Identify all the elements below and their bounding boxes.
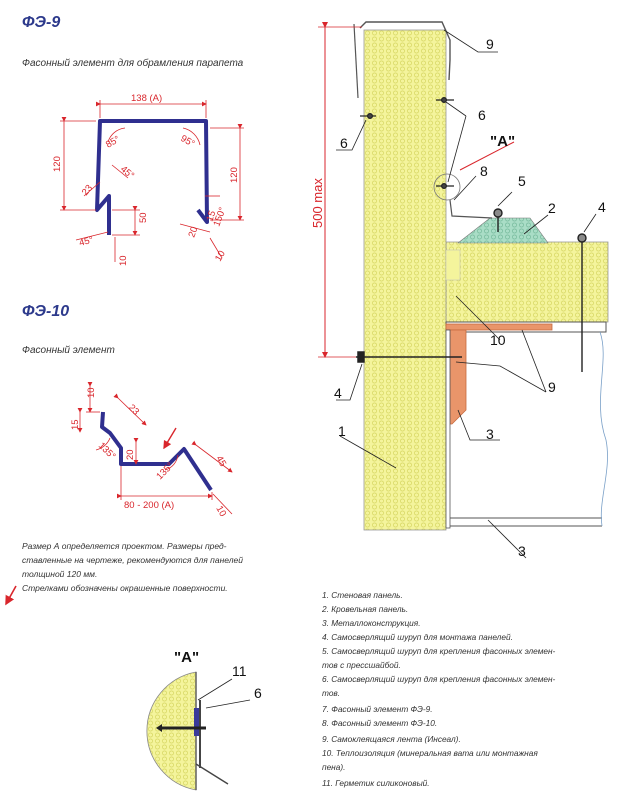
note-line-2: ставленные на чертеже, рекомендуются для… bbox=[22, 555, 243, 565]
callout-8: 8 bbox=[480, 163, 488, 179]
legend-item: 6. Самосверлящий шуруп для крепления фас… bbox=[322, 674, 556, 684]
fe9-dimensions bbox=[60, 100, 244, 262]
callout-2: 2 bbox=[548, 200, 556, 216]
fe9-dim-left: 120 bbox=[52, 156, 63, 172]
fe9-dim-50: 50 bbox=[138, 212, 149, 223]
fe9-angle-45b: 45° bbox=[78, 235, 95, 249]
screw-ridge bbox=[493, 208, 503, 232]
fe9-subtitle: Фасонный элемент для обрамления парапета bbox=[22, 57, 244, 69]
callout-6-left: 6 bbox=[340, 135, 348, 151]
fe10-dim-10: 10 bbox=[86, 387, 97, 398]
fe9-profile bbox=[95, 119, 209, 235]
legend-item: 4. Самосверлящий шуруп для монтажа панел… bbox=[322, 632, 513, 642]
callout-1: 1 bbox=[338, 423, 346, 439]
fe10-title: ФЭ-10 bbox=[22, 303, 69, 320]
note-line-1: Размер А определяется проектом. Размеры … bbox=[22, 541, 227, 551]
callout-4-left: 4 bbox=[334, 385, 342, 401]
detail-a-marker bbox=[433, 173, 461, 201]
legend: 1. Стеновая панель. 2. Кровельная панель… bbox=[321, 590, 556, 788]
callout-a: "A" bbox=[490, 133, 515, 150]
screw-wall-bottom bbox=[356, 351, 462, 363]
note-line-3: толщиной 120 мм. bbox=[22, 569, 97, 579]
callout-9-top: 9 bbox=[486, 36, 494, 52]
legend-item: 7. Фасонный элемент ФЭ-9. bbox=[322, 704, 433, 714]
fe10-dim-15: 15 bbox=[70, 419, 81, 430]
callout-5: 5 bbox=[518, 173, 526, 189]
legend-item: 5. Самосверлящий шуруп для крепления фас… bbox=[322, 646, 556, 656]
fe9-dim-10: 10 bbox=[118, 255, 129, 266]
fe10-angle-135: 135° bbox=[96, 440, 118, 462]
screw-wall-3 bbox=[436, 183, 454, 190]
fe9-title: ФЭ-9 bbox=[22, 14, 60, 31]
legend-item: 9. Самоклеящаяся лента (Инсеал). bbox=[322, 734, 461, 744]
section-drawing: 500 max 9 6 6 "A" 8 5 2 4 10 9 bbox=[310, 21, 609, 559]
legend-item: 2. Кровельная панель. bbox=[321, 604, 408, 614]
legend-item: тов. bbox=[322, 688, 340, 698]
fe10-dim-labels: 10 15 23 135° 20 135° 45 80 - 200 (A) 10 bbox=[70, 387, 228, 518]
fe9-angle-95: 95° bbox=[179, 133, 197, 150]
dim-500max: 500 max bbox=[310, 178, 325, 228]
fe10-subtitle: Фасонный элемент bbox=[22, 345, 115, 356]
wall-panel bbox=[363, 29, 447, 531]
fe9-dim-20: 20 bbox=[186, 225, 200, 239]
paint-arrow-icon bbox=[5, 585, 17, 606]
roof-panel bbox=[445, 241, 609, 323]
detail-a-title: "A" bbox=[174, 649, 199, 666]
screw-wall-2 bbox=[436, 96, 454, 103]
callout-3-bottom: 3 bbox=[518, 543, 526, 559]
fe9-dim-labels: 138 (A) 120 120 85° 95° 45° 23 45° 50 10… bbox=[52, 93, 240, 266]
callout-6-right: 6 bbox=[478, 107, 486, 123]
legend-item: пена). bbox=[322, 762, 345, 772]
detail-a-leader bbox=[459, 141, 515, 171]
fe9-dim-23: 23 bbox=[80, 183, 95, 198]
screw-wall-1 bbox=[360, 112, 376, 119]
legend-item: тов с прессшайбой. bbox=[322, 660, 401, 670]
callout-9-bottom: 9 bbox=[548, 379, 556, 395]
fe10-dim-20: 20 bbox=[125, 449, 136, 460]
legend-item: 10. Теплоизоляция (минеральная вата или … bbox=[322, 748, 538, 758]
fe10-dim-23: 23 bbox=[126, 402, 141, 417]
fe10-dimensions bbox=[77, 382, 233, 515]
fe9-angle-45: 45° bbox=[118, 164, 136, 182]
callout-3-mid: 3 bbox=[486, 426, 494, 442]
callout-4-right: 4 bbox=[598, 199, 606, 215]
fe9-dim-15: 15 bbox=[204, 209, 218, 223]
fe9-angle-85: 85° bbox=[104, 134, 122, 151]
fe10-profile bbox=[100, 411, 213, 492]
legend-item: 3. Металлоконструкция. bbox=[322, 618, 421, 628]
fe9-dim-right: 120 bbox=[229, 167, 240, 183]
legend-item: 1. Стеновая панель. bbox=[322, 590, 403, 600]
fe9-dim-10b: 10 bbox=[213, 249, 228, 264]
legend-item: 8. Фасонный элемент ФЭ-10. bbox=[322, 718, 437, 728]
note-line-4: Стрелками обозначены окрашенные поверхно… bbox=[22, 583, 228, 593]
fe10-dim-bottom: 80 - 200 (A) bbox=[124, 500, 174, 511]
fe9-dim-top: 138 (A) bbox=[131, 93, 162, 104]
callout-10: 10 bbox=[490, 332, 506, 348]
legend-item: 11. Герметик силиконовый. bbox=[322, 778, 430, 788]
detail-a: "A" 11 6 bbox=[146, 649, 262, 791]
fe9-angle-150: 150° bbox=[211, 206, 228, 228]
fe10-dim-45: 45 bbox=[213, 454, 228, 469]
fe10-dim-10b: 10 bbox=[213, 504, 228, 519]
sealant-ridge bbox=[457, 217, 549, 244]
detail-callout-6: 6 bbox=[254, 685, 262, 701]
detail-callout-11: 11 bbox=[232, 663, 247, 679]
fe10-paint-arrow bbox=[163, 427, 177, 450]
screw-roof bbox=[577, 233, 587, 372]
